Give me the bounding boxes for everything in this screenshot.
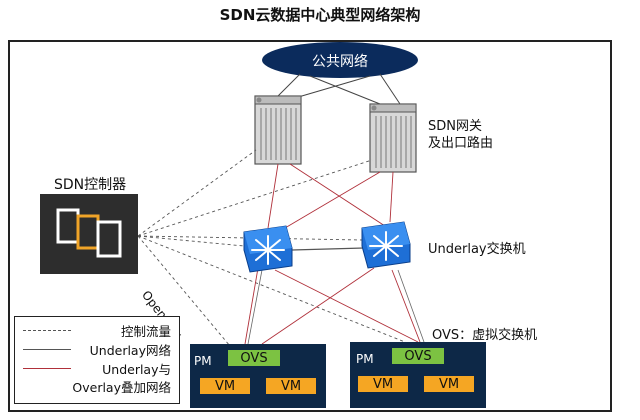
host-2-vm-2-label: VM (438, 377, 460, 392)
gw1-to-sw2-line (289, 163, 386, 227)
cloud-to-gw1-cross-line (294, 75, 371, 99)
gw2-to-sw2-line (389, 171, 394, 223)
legend: 控制流量 Underlay网络 Underlay与 Overlay叠加网络 (14, 316, 180, 404)
legend-dashed-line (23, 330, 71, 331)
host-1-vm-2-label: VM (280, 379, 302, 394)
host-1-box (190, 344, 326, 408)
diagram-frame (8, 40, 612, 412)
legend-row-control: 控制流量 (15, 321, 181, 339)
legend-control-text: 控制流量 (120, 324, 171, 339)
public-network-label: 公共网络 (312, 54, 368, 70)
host-1-pm-label: PM (194, 354, 212, 368)
diagram-title: SDN云数据中心典型网络架构 (219, 6, 421, 24)
cloud-to-gw1-line (277, 73, 301, 97)
legend-solid-gray-line (23, 349, 71, 350)
host-1-ovs-label: OVS (240, 351, 268, 366)
gw2-to-sw1-line (284, 171, 381, 229)
legend-row-overlay: Underlay与 (15, 359, 181, 377)
legend-overlay-text-1: Underlay与 (102, 362, 171, 377)
legend-underlay-text: Underlay网络 (89, 343, 171, 358)
gateway-label-line1: SDN网关 (428, 119, 482, 134)
host-2-vm-1-label: VM (372, 377, 394, 392)
sw1-to-host1-line (244, 267, 259, 345)
sw1-to-sw2-line (291, 247, 365, 251)
host-2-box (350, 342, 486, 408)
legend-solid-red-line (23, 368, 71, 369)
sw2-to-host2-line (391, 269, 421, 343)
sw2-to-host1-line (261, 267, 375, 345)
underlay-switch-1-icon (243, 225, 293, 273)
ctrl-to-gw1-line (137, 149, 257, 237)
underlay-switch-label: Underlay交换机 (428, 242, 526, 257)
host-1-vm-1-label: VM (214, 379, 236, 394)
cloud-to-gw2-line (379, 73, 401, 105)
gateway-1-icon (254, 95, 302, 165)
gateway-label: SDN网关 及出口路由 (428, 118, 493, 152)
sdn-controller-icon (40, 194, 138, 274)
ovs-description-label: OVS：虚拟交换机 (432, 328, 538, 343)
sw1-to-host2-line (274, 269, 419, 343)
cloud-to-gw2-cross-line (309, 75, 381, 105)
legend-row-overlay-2: Overlay叠加网络 (15, 377, 181, 395)
underlay-switch-2-icon (361, 221, 411, 269)
sdn-controller-label: SDN控制器 (54, 177, 127, 193)
ctrl-to-sw2-line (137, 235, 363, 241)
sw2-to-host2-gray-line (397, 269, 425, 343)
public-network-cloud (262, 42, 418, 78)
ctrl-to-gw2-line (137, 159, 373, 237)
ctrl-to-host2-line (137, 235, 411, 345)
legend-row-underlay: Underlay网络 (15, 340, 181, 358)
host-2-ovs-label: OVS (404, 349, 432, 364)
gateway-label-line2: 及出口路由 (428, 136, 494, 151)
legend-overlay-text-2: Overlay叠加网络 (72, 380, 171, 395)
gw1-to-sw1-line (267, 163, 279, 229)
gateway-2-icon (369, 103, 417, 173)
sw1-to-host1-gray-line (247, 269, 263, 345)
host-2-pm-label: PM (356, 352, 374, 366)
